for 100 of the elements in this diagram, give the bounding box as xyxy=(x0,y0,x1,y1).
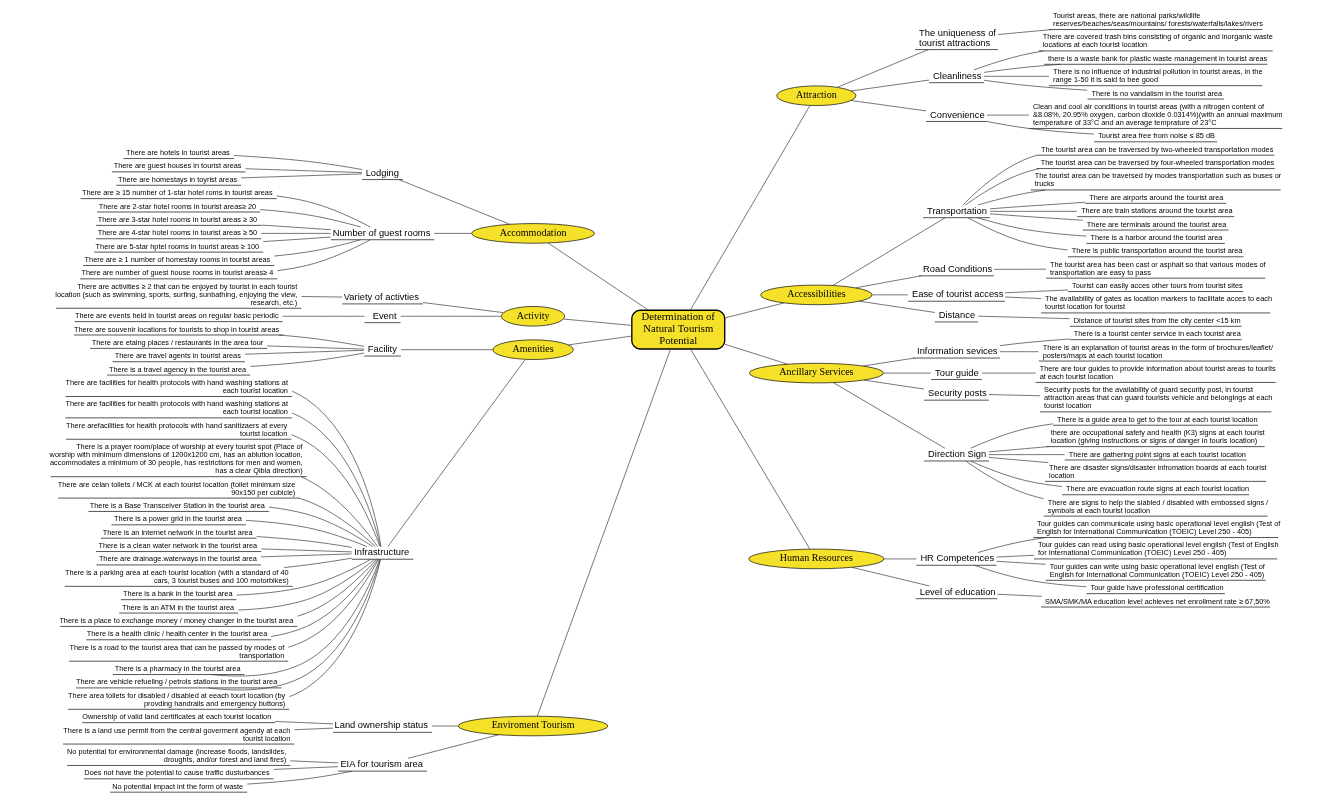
connector xyxy=(988,454,1065,455)
connector xyxy=(995,561,1046,565)
node-text: Tourist areas, there are national parks/wildlife reserves/beaches/seas/mountains/ forests/waterfalls/lakes/rivers xyxy=(1052,11,1263,29)
connector xyxy=(266,345,364,350)
connector xyxy=(422,302,504,313)
node-text: There are travel agents in tourist areas xyxy=(114,351,241,361)
connector xyxy=(977,189,1046,206)
connector xyxy=(1004,289,1068,294)
node-text: Level of education xyxy=(919,586,996,597)
node-text: There is a power grid in the tourist area xyxy=(113,514,242,524)
connector xyxy=(275,195,371,228)
node-text: Tour guide xyxy=(934,367,979,378)
node-text: There are 2-star hotel rooms in tourist areas≥ 20 xyxy=(98,201,256,211)
node-ellipse: Enviroment Tourism xyxy=(457,715,608,737)
connector xyxy=(724,302,784,319)
node-text: There is an internet network in the tourist area xyxy=(102,527,253,537)
node-text: Information sevices xyxy=(916,346,998,357)
node-text: No potential for environmental damage (increase floods, landslides, droughts, and/or forest and land fires) xyxy=(66,746,286,764)
node-text: The tourist area has been cast or asphalt so that various modes of transportation are easy to pass xyxy=(1049,259,1266,277)
connector xyxy=(431,725,459,727)
connector xyxy=(255,536,352,548)
node-text: There are 5-star hptel rooms in tourist areas ≥ 100 xyxy=(95,241,259,251)
node-text: Infrastructure xyxy=(353,547,409,558)
connector xyxy=(407,734,499,759)
node-text: There are train stations around the tourist area xyxy=(1080,206,1233,216)
node-text: Distance of tourist sites from the city center <15 km xyxy=(1073,315,1241,325)
connector xyxy=(276,239,371,272)
node-ellipse: Accommodation xyxy=(470,223,595,244)
connector xyxy=(272,766,338,770)
connector xyxy=(300,476,378,547)
connector xyxy=(260,548,352,553)
connector xyxy=(999,338,1070,346)
node-text: There is a health clinic / health center in the tourist area xyxy=(86,629,267,639)
connector xyxy=(562,318,632,326)
connector xyxy=(237,559,375,611)
node-text: EIA for tourism area xyxy=(339,759,423,770)
connector xyxy=(983,79,1088,91)
node-text: There are signs to help the siabled / disabled with embossed signs / symbols at each tourist location xyxy=(1047,497,1268,515)
connector xyxy=(850,79,929,92)
connector xyxy=(249,352,364,367)
node-text: There are ≥ 15 number of 1-star hotel roms in tourist areas xyxy=(81,188,273,198)
node-text: There are activities ≥ 2 that can be enjoyed by tourist in each tourist location (such as swimming, sports, surfing, sunbathing, enjoying the view, research, etc.) xyxy=(54,281,297,307)
node-text: Facility xyxy=(367,344,397,355)
connector xyxy=(724,343,788,365)
node-text: There is no vandalism in the tourist area xyxy=(1091,88,1222,98)
connector xyxy=(270,559,378,637)
node-text: There are evacuation route signs at each tourist location xyxy=(1065,484,1249,494)
connector xyxy=(862,357,915,367)
connector xyxy=(851,567,930,587)
connector xyxy=(245,520,367,547)
node-text: There is a harbor around the tourist area xyxy=(1089,232,1222,242)
node-text: there are occupational safety and health (K3) signs at each tourist location (giving instructions or signs of danger in touris location) xyxy=(1050,428,1265,446)
node-text: There is a Base Transceiver Station in the tourist area xyxy=(89,500,265,510)
connector xyxy=(988,446,1049,453)
connector xyxy=(836,49,929,88)
connector xyxy=(973,564,1087,588)
node-text: Tour guides can communicate using basic operational level english (Test of English for International Communication (TOEIC) Level 250 - 405) xyxy=(1036,519,1280,537)
connector xyxy=(973,50,1044,71)
node-text: There are gathering point signs at each tourist location xyxy=(1068,449,1246,459)
connector xyxy=(244,349,364,355)
node-text: Convenience xyxy=(929,109,985,120)
node-text: There are hotels in tourist areas xyxy=(125,148,230,158)
node-text: Event xyxy=(372,310,397,321)
connector xyxy=(278,334,364,347)
connector xyxy=(988,394,1040,397)
node-text: Tourist can easily acces other tours from tourist sites xyxy=(1071,281,1243,291)
node-text: There are facilities for health protocols with hand washing stations at each tourist location xyxy=(64,399,288,417)
node-text: Distance xyxy=(938,310,975,321)
connector xyxy=(262,236,331,242)
node-text: Ease of tourist access xyxy=(911,289,1003,300)
connector xyxy=(290,434,380,547)
connector xyxy=(962,154,1037,206)
connector xyxy=(287,559,379,648)
connector xyxy=(977,315,1070,319)
node-text: There is a prayer room/place of worship at every tourist spot (Place of worship with minimum dimensions of 1200x1200 cm, has an ablution location, accommodates a minimum of 30 people, has restrictions for men and women, has a clear Qibla direction) xyxy=(49,442,303,476)
connector xyxy=(293,727,333,731)
node-text: There are tour guides to provide information about tourist areas to tourits at each tourist location xyxy=(1039,363,1276,381)
connector xyxy=(850,100,926,112)
node-ellipse: Ancillary Services xyxy=(748,362,884,384)
connector xyxy=(882,372,931,374)
node-text: There are events held in tourist areas on regular basic periodic xyxy=(74,311,279,321)
connector xyxy=(283,557,352,568)
connector xyxy=(398,179,510,225)
node-ellipse: Accessibilities xyxy=(759,284,872,306)
connector xyxy=(536,348,671,717)
node-text: There is no influence of industrial pollution in tourist areas, in the range 1-50 it is said to bee good xyxy=(1052,67,1262,85)
node-text: Lodging xyxy=(365,167,399,178)
connector xyxy=(268,506,373,547)
connector xyxy=(260,224,331,231)
connector xyxy=(995,554,1034,558)
connector xyxy=(997,29,1053,35)
connector xyxy=(433,233,472,234)
connector xyxy=(233,155,362,170)
connector xyxy=(976,217,1087,237)
connector xyxy=(547,242,649,311)
connector xyxy=(296,558,377,617)
node-text: There are terminals around the tourist area xyxy=(1086,219,1226,229)
node-text: There is a parking area at each tourist location (with a standard of 40 cars, 3 tourist buses and 100 motorbikes) xyxy=(64,567,289,585)
node-text: Tour guide have professional certification xyxy=(1089,583,1224,593)
connector xyxy=(977,537,1046,553)
